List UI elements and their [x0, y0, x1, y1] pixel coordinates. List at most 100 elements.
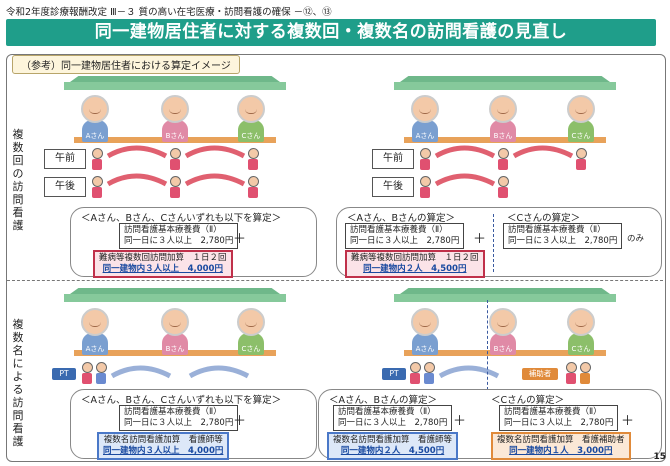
- resident-label: Aさん: [85, 132, 105, 140]
- resident-face-icon: [489, 95, 517, 123]
- addon-line2: 同一建物内３人以上 4,000円: [103, 446, 224, 456]
- nurse-icon: [92, 148, 103, 170]
- nurse-icon: [248, 148, 259, 170]
- resident-c: Cさん: [236, 308, 266, 355]
- plus-sign: ＋: [453, 414, 467, 429]
- nurse-icon: [576, 148, 587, 170]
- resident-label: Bさん: [493, 345, 513, 353]
- base-fee-line2: 同一日に３人以上 2,780円: [350, 236, 460, 246]
- time-am-label: 午前: [44, 149, 86, 169]
- building-eave: [64, 294, 286, 302]
- resident-face-icon: [237, 95, 265, 123]
- addon-line1: 複数名訪問看護加算 看護補助者: [497, 435, 625, 445]
- addon-box-red: 難病等複数回訪問加算 １日２回 同一建物内２人 4,500円: [345, 250, 485, 278]
- pt-tag: PT: [382, 368, 406, 380]
- calc-box-bottom-right: ＜Aさん、Bさんの算定＞ 訪問看護基本療養費（Ⅱ） 同一日に３人以上 2,780…: [318, 389, 662, 460]
- content-frame: [6, 54, 666, 462]
- building-eave: [394, 294, 616, 302]
- resident-c: Cさん: [566, 95, 596, 142]
- only-note: のみ: [627, 234, 645, 244]
- addon-line2: 同一建物内３人以上 4,000円: [102, 264, 223, 274]
- calc-caption-ab: ＜Aさん、Bさんの算定＞: [347, 213, 456, 224]
- base-fee-line1: 訪問看護基本療養費（Ⅱ）: [338, 407, 436, 417]
- resident-c: Cさん: [236, 95, 266, 142]
- base-fee-line1: 訪問看護基本療養費（Ⅱ）: [124, 407, 222, 417]
- visit-arrows-icon: [434, 145, 574, 187]
- nurse-icon: [420, 176, 431, 198]
- resident-label: Bさん: [493, 132, 513, 140]
- nurse-icon: [410, 362, 421, 384]
- time-pm-label: 午後: [44, 177, 86, 197]
- addon-line2: 同一建物内１人 3,000円: [509, 446, 613, 456]
- slide-title: 同一建物居住者に対する複数回・複数名の訪問看護の見直し: [6, 19, 656, 46]
- resident-label: Cさん: [241, 345, 261, 353]
- therapist-icon: [96, 362, 107, 384]
- base-fee-line1: 訪問看護基本療養費（Ⅱ）: [504, 407, 602, 417]
- nurse-icon: [248, 176, 259, 198]
- building-eave: [64, 82, 286, 90]
- visit-arrows-icon: [438, 365, 500, 379]
- base-fee-line1: 訪問看護基本療養費（Ⅱ）: [350, 225, 448, 235]
- building-roof: [70, 76, 280, 82]
- addon-box-orange: 複数名訪問看護加算 看護補助者 同一建物内１人 3,000円: [491, 432, 631, 460]
- therapist-icon: [424, 362, 435, 384]
- split-dash: [493, 214, 494, 272]
- calc-caption-ab: ＜Aさん、Bさんの算定＞: [329, 395, 438, 406]
- addon-box-blue: 複数名訪問看護加算 看護師等 同一建物内２人 4,500円: [327, 432, 459, 460]
- base-fee-line2: 同一日に３人以上 2,780円: [338, 418, 448, 428]
- resident-a: Aさん: [80, 308, 110, 355]
- base-fee-box: 訪問看護基本療養費（Ⅱ） 同一日に３人以上 2,780円: [345, 223, 465, 249]
- resident-face-icon: [567, 95, 595, 123]
- plus-sign: ＋: [621, 414, 635, 429]
- nurse-icon: [170, 176, 181, 198]
- addon-box-blue: 複数名訪問看護加算 看護師等 同一建物内３人以上 4,000円: [97, 432, 230, 460]
- building-roof: [400, 288, 610, 294]
- section-label-multiple-visits: 複数回の訪問看護: [12, 128, 24, 232]
- base-fee-line2: 同一日に３人以上 2,780円: [508, 236, 618, 246]
- resident-face-icon: [81, 308, 109, 336]
- resident-face-icon: [411, 308, 439, 336]
- pt-tag: PT: [52, 368, 76, 380]
- calc-caption: ＜Aさん、Bさん、Cさんいずれも以下を算定＞: [81, 213, 282, 224]
- resident-b: Bさん: [160, 95, 190, 142]
- addon-line1: 複数名訪問看護加算 看護師等: [103, 435, 223, 445]
- resident-label: Aさん: [415, 132, 435, 140]
- calc-box-bottom-left: ＜Aさん、Bさん、Cさんいずれも以下を算定＞ 訪問看護基本療養費（Ⅱ） 同一日に…: [70, 389, 317, 460]
- resident-face-icon: [489, 308, 517, 336]
- plus-sign: ＋: [233, 232, 247, 247]
- page-number: 15: [653, 452, 666, 462]
- resident-face-icon: [161, 308, 189, 336]
- building-roof: [70, 288, 280, 294]
- base-fee-box: 訪問看護基本療養費（Ⅱ） 同一日に３人以上 2,780円: [119, 405, 239, 431]
- resident-b: Bさん: [488, 308, 518, 355]
- nurse-icon: [566, 362, 577, 384]
- addon-box-red: 難病等複数回訪問加算 １日２回 同一建物内３人以上 4,000円: [93, 250, 233, 278]
- base-fee-line2: 同一日に３人以上 2,780円: [124, 236, 234, 246]
- resident-face-icon: [81, 95, 109, 123]
- resident-label: Aさん: [415, 345, 435, 353]
- calc-caption: ＜Aさん、Bさん、Cさんいずれも以下を算定＞: [81, 395, 282, 406]
- resident-c: Cさん: [566, 308, 596, 355]
- reference-subtitle: （参考）同一建物居住者における算定イメージ: [12, 55, 240, 74]
- resident-label: Cさん: [571, 132, 591, 140]
- base-fee-line1: 訪問看護基本療養費（Ⅱ）: [508, 225, 606, 235]
- resident-b: Bさん: [160, 308, 190, 355]
- nurse-icon: [82, 362, 93, 384]
- resident-label: Bさん: [165, 345, 185, 353]
- resident-a: Aさん: [410, 95, 440, 142]
- nurse-icon: [92, 176, 103, 198]
- base-fee-line2: 同一日に３人以上 2,780円: [124, 418, 234, 428]
- calc-box-top-right: ＜Aさん、Bさんの算定＞ 訪問看護基本療養費（Ⅱ） 同一日に３人以上 2,780…: [336, 207, 662, 278]
- section-divider: [7, 280, 663, 281]
- time-pm-label: 午後: [372, 177, 414, 197]
- aide-icon: [580, 362, 591, 384]
- slide-topline: 令和2年度診療報酬改定 Ⅲ－３ 質の高い在宅医療・訪問看護の確保 －⑫、⑬: [6, 7, 332, 18]
- calc-caption-c: ＜Cさんの算定＞: [491, 395, 565, 406]
- nurse-icon: [498, 148, 509, 170]
- resident-face-icon: [161, 95, 189, 123]
- nurse-icon: [498, 176, 509, 198]
- visit-arrows-icon: [110, 365, 250, 379]
- resident-label: Cさん: [241, 132, 261, 140]
- resident-a: Aさん: [80, 95, 110, 142]
- resident-face-icon: [237, 308, 265, 336]
